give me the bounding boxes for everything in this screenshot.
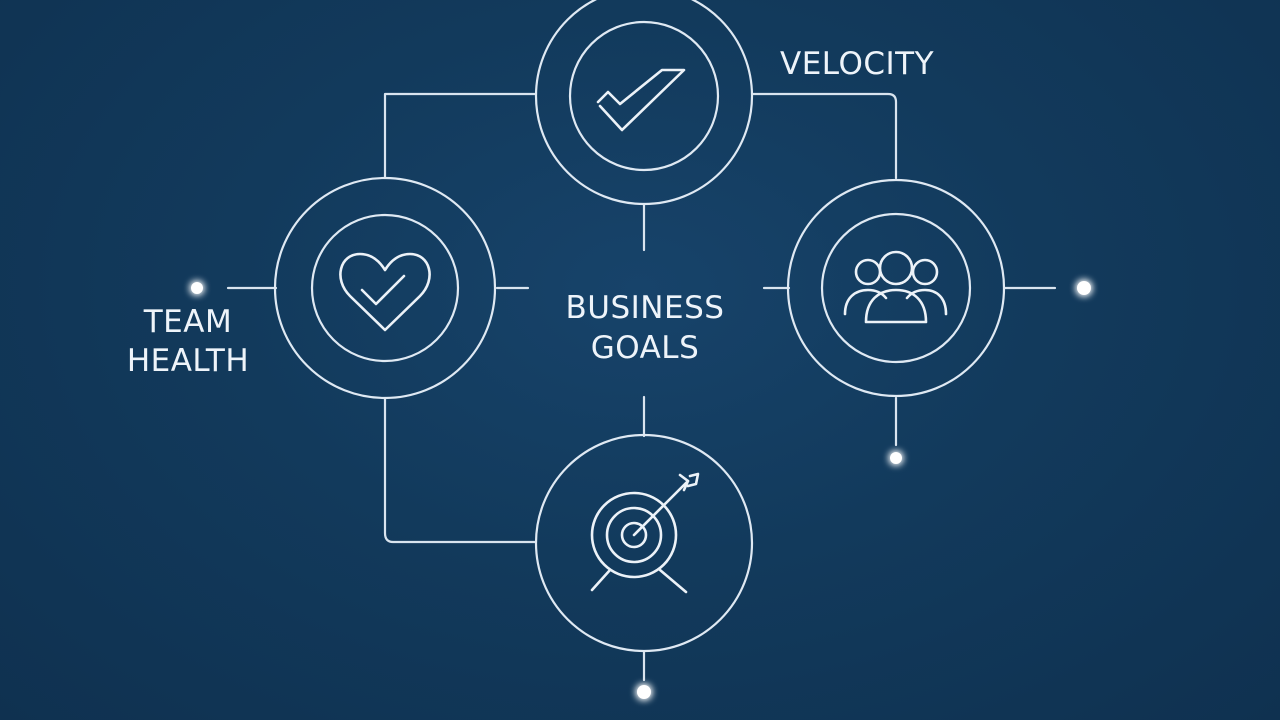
velocity-label: VELOCITY bbox=[780, 44, 934, 84]
connector-lines bbox=[226, 92, 1057, 682]
business-goals-line-2: GOALS bbox=[590, 330, 700, 366]
team-health-line-2: HEALTH bbox=[126, 343, 250, 379]
node-left bbox=[273, 176, 497, 400]
team-health-line-1: TEAM bbox=[143, 304, 233, 340]
velocity-label-text: VELOCITY bbox=[780, 46, 935, 82]
glow-dot-bottom bbox=[637, 685, 651, 699]
glow-dot-right-lower bbox=[890, 452, 902, 464]
checkmark-icon bbox=[596, 68, 686, 132]
target-arrow-icon bbox=[590, 472, 700, 594]
connector-top-left bbox=[383, 92, 538, 180]
connector-top-right bbox=[750, 92, 898, 180]
business-goals-label: BUSINESS GOALS bbox=[540, 288, 750, 368]
node-top bbox=[534, 0, 754, 206]
heart-check-icon bbox=[339, 252, 431, 332]
glow-dot-right bbox=[1077, 281, 1091, 295]
team-health-label: TEAM HEALTH bbox=[118, 303, 258, 381]
node-right bbox=[786, 178, 1006, 398]
endpoint-dots bbox=[191, 281, 1091, 699]
node-bottom bbox=[534, 433, 754, 653]
team-people-icon bbox=[843, 250, 948, 324]
business-goals-line-1: BUSINESS bbox=[565, 290, 725, 326]
glow-dot-left bbox=[191, 282, 203, 294]
connector-left-bottom bbox=[383, 396, 538, 544]
